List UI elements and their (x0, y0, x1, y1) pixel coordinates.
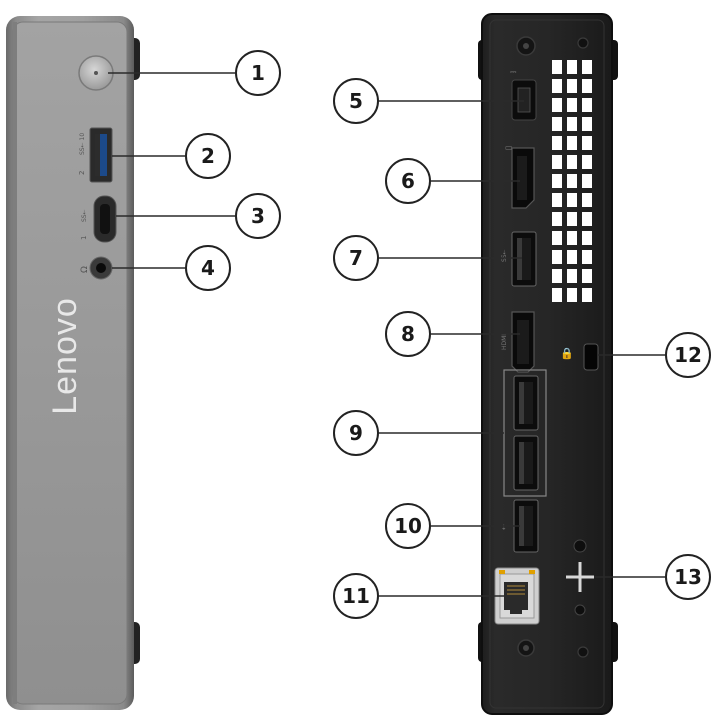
callout-10: 10 (385, 503, 431, 549)
callout-11-label: 11 (342, 584, 370, 608)
leader-lines (108, 72, 666, 597)
svg-text:SS⇠ 10: SS⇠ 10 (79, 133, 86, 155)
svg-text:⎓: ⎓ (510, 67, 517, 76)
usb-a-port-icon[interactable]: ⇠ (500, 499, 539, 553)
callout-2: 2 (185, 133, 231, 179)
usb-a-port-icon[interactable] (513, 435, 539, 491)
callout-12: 12 (665, 332, 711, 378)
svg-text:1: 1 (80, 236, 88, 240)
callout-6: 6 (385, 158, 431, 204)
hdmi-port-icon[interactable]: HDMI (501, 311, 535, 373)
callout-3-label: 3 (251, 204, 265, 228)
callout-9-label: 9 (349, 421, 363, 445)
ethernet-port-icon[interactable] (494, 567, 540, 625)
power-button-icon[interactable] (78, 55, 114, 91)
callout-13-label: 13 (674, 565, 702, 589)
callout-11: 11 (333, 573, 379, 619)
callout-7-label: 7 (349, 246, 363, 270)
svg-text:▭: ▭ (505, 143, 513, 152)
callout-8: 8 (385, 311, 431, 357)
callout-10-label: 10 (394, 514, 422, 538)
dc-power-in-icon[interactable]: ⎓ (510, 67, 537, 121)
svg-text:SS⇠: SS⇠ (81, 209, 88, 222)
front-panel: SS⇠ 10 2 SS⇠ 1 Ω Lenovo (6, 16, 140, 710)
callout-4: 4 (185, 245, 231, 291)
usb-a-port-icon[interactable]: SS⇠ (501, 231, 537, 287)
callout-6-label: 6 (401, 169, 415, 193)
svg-text:SS⇠: SS⇠ (501, 249, 508, 262)
svg-text:🔒: 🔒 (560, 347, 574, 360)
callout-1-label: 1 (251, 61, 265, 85)
screw-icon (516, 36, 536, 56)
callout-13: 13 (665, 554, 711, 600)
front-brand-text: Lenovo (46, 297, 84, 415)
callout-4-label: 4 (201, 256, 215, 280)
screw-icon (577, 37, 589, 49)
antenna-connector-icon (566, 539, 594, 616)
usb-a-port-icon[interactable]: SS⇠ 10 2 (78, 127, 113, 183)
callout-7: 7 (333, 235, 379, 281)
svg-text:HDMI: HDMI (501, 334, 508, 350)
callout-9: 9 (333, 410, 379, 456)
callout-3: 3 (235, 193, 281, 239)
svg-text:Ω: Ω (80, 266, 90, 273)
callout-1: 1 (235, 50, 281, 96)
front-edge (13, 22, 17, 704)
callout-5-label: 5 (349, 89, 363, 113)
callout-12-label: 12 (674, 343, 702, 367)
security-lock-slot-icon[interactable]: 🔒 (560, 343, 599, 371)
callout-2-label: 2 (201, 144, 215, 168)
screw-icon (577, 646, 589, 658)
callouts: 1 2 3 4 5 6 7 8 (185, 50, 711, 619)
back-inner-edge (489, 19, 605, 709)
callout-5: 5 (333, 78, 379, 124)
svg-text:⇠: ⇠ (500, 524, 508, 530)
svg-text:2: 2 (78, 171, 86, 175)
usb-a-port-icon[interactable] (513, 375, 539, 431)
callout-8-label: 8 (401, 322, 415, 346)
usb-c-port-icon[interactable]: SS⇠ 1 (80, 195, 117, 243)
screw-icon (517, 639, 535, 657)
back-panel: ⎓ ▭ SS⇠ HDMI 🔒 (478, 13, 618, 715)
displayport-icon[interactable]: ▭ (505, 143, 535, 209)
vent-grille (552, 60, 592, 302)
